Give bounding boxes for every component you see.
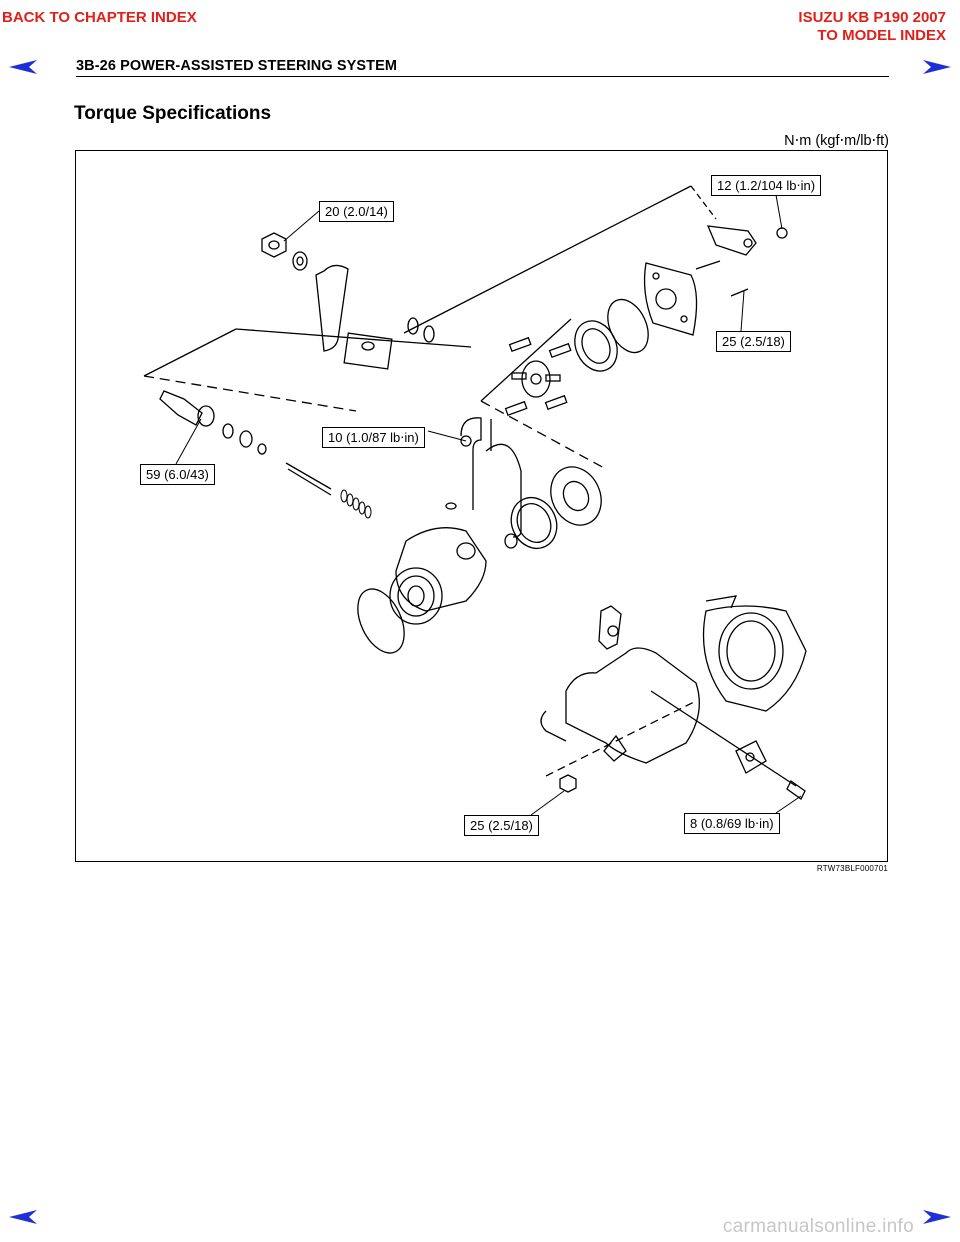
next-page-arrow-icon[interactable] (922, 59, 952, 75)
figure-reference-code: RTW73BLF000701 (816, 864, 888, 873)
torque-callout-connector: 59 (6.0/43) (140, 464, 215, 485)
pump-rotor-icon (504, 336, 572, 417)
to-model-index-link[interactable]: TO MODEL INDEX (817, 27, 946, 44)
union-nut-icon (261, 232, 287, 258)
page-header-title: 3B-26 POWER-ASSISTED STEERING SYSTEM (76, 58, 398, 74)
header-divider (76, 76, 889, 77)
torque-units-label: N⋅m (kgf⋅m/lb⋅ft) (784, 133, 889, 149)
previous-page-arrow-bottom-icon[interactable] (8, 1209, 38, 1225)
torque-callout-suction-pipe-bolt: 10 (1.0/87 lb⋅in) (322, 427, 425, 448)
section-title: Torque Specifications (74, 103, 272, 124)
torque-callout-union-nut: 20 (2.0/14) (319, 201, 394, 222)
previous-page-arrow-icon[interactable] (8, 59, 38, 75)
torque-callout-rear-cover-bolt: 25 (2.5/18) (716, 331, 791, 352)
torque-callout-pump-nut: 25 (2.5/18) (464, 815, 539, 836)
watermark: carmanualsonline.info (722, 1216, 914, 1237)
next-page-arrow-bottom-icon[interactable] (922, 1209, 952, 1225)
model-title: ISUZU KB P190 2007 (798, 9, 946, 26)
back-to-chapter-index-link[interactable]: BACK TO CHAPTER INDEX (2, 9, 197, 26)
exploded-view-figure: 20 (2.0/14) 12 (1.2/104 lb⋅in) 25 (2.5/1… (75, 150, 888, 862)
torque-callout-pump-bolt: 8 (0.8/69 lb⋅in) (684, 813, 780, 834)
power-steering-pump-exploded-drawing (143, 185, 807, 800)
torque-callout-bracket-bolt: 12 (1.2/104 lb⋅in) (711, 175, 822, 196)
